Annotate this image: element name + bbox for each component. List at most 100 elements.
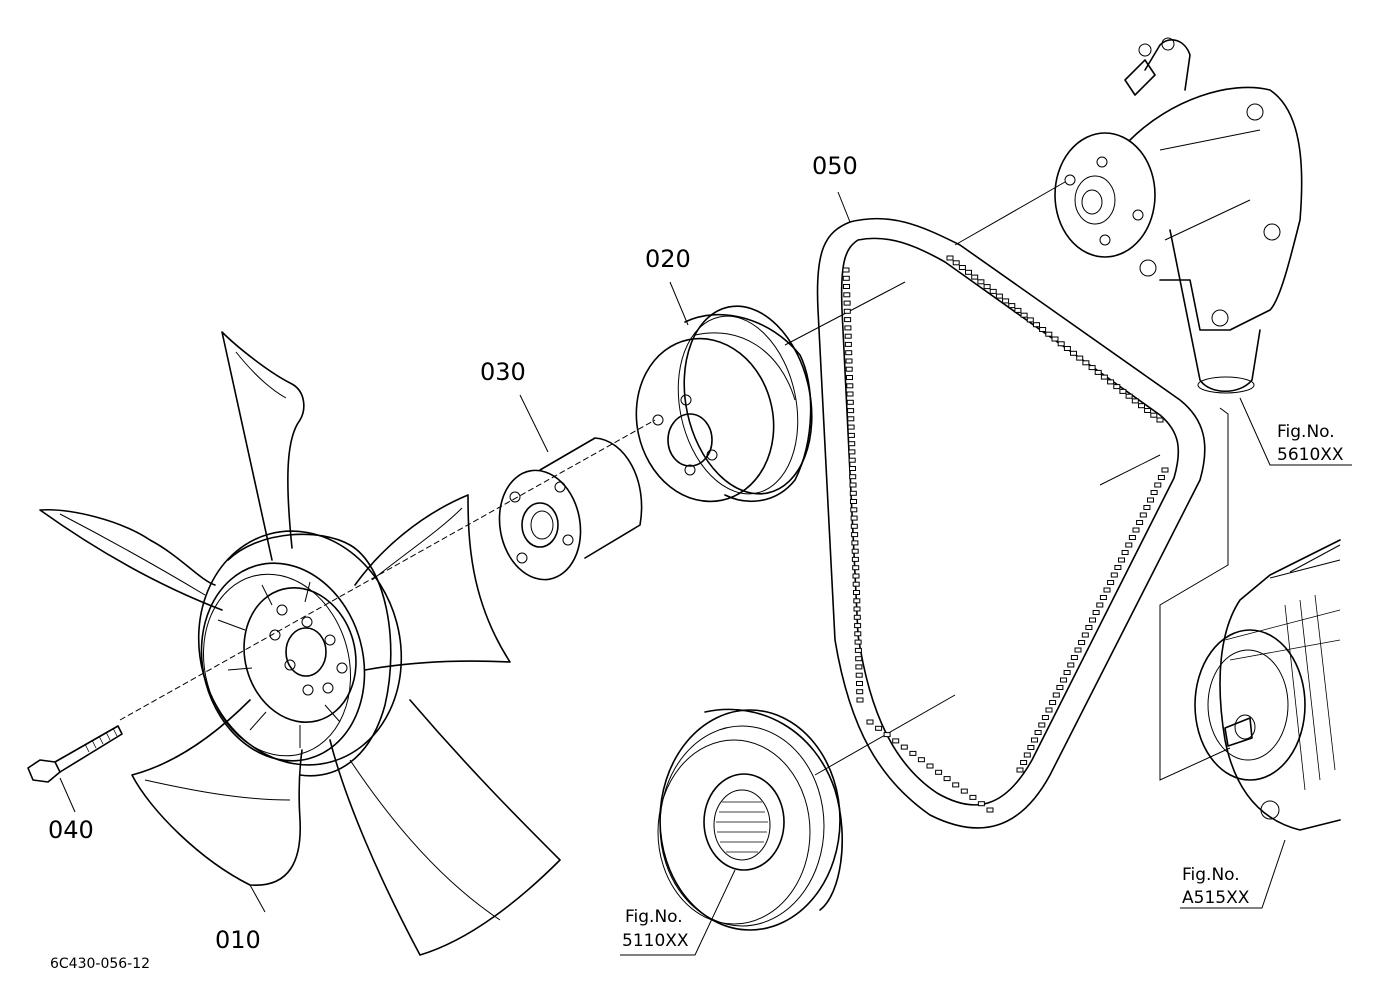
belt-tooth: [971, 274, 979, 280]
belt-tooth: [1147, 497, 1154, 503]
belt-tooth: [852, 581, 860, 587]
belt-tooth: [1016, 767, 1024, 773]
drawing-code: 6C430-056-12: [50, 956, 150, 972]
belt-tooth: [1092, 610, 1100, 615]
belt-tooth: [989, 288, 997, 294]
belt-tooth: [952, 260, 960, 266]
belt-tooth: [1118, 557, 1125, 563]
belt-tooth: [850, 499, 857, 504]
belt-tooth: [1114, 565, 1122, 570]
belt-tooth: [977, 279, 985, 285]
belt-tooth: [1150, 490, 1158, 495]
belt-tooth: [1143, 505, 1151, 510]
belt-tooth: [1067, 662, 1075, 668]
belt-tooth: [842, 267, 850, 273]
belt-tooth: [1082, 360, 1090, 366]
v-belt-050: [816, 217, 1206, 829]
belt-tooth: [846, 375, 853, 380]
belt-tooth: [1057, 341, 1065, 347]
fan-010: [39, 331, 561, 956]
ref-a515xx-number: A515XX: [1182, 888, 1250, 908]
label-050: 050: [812, 152, 858, 180]
leader-lines: [59, 191, 1352, 956]
belt-tooth: [845, 358, 853, 364]
belt-tooth: [1023, 752, 1031, 758]
belt-tooth: [1100, 374, 1108, 380]
belt-tooth: [1031, 737, 1038, 743]
belt-tooth: [842, 275, 850, 281]
belt-tooth: [1039, 327, 1047, 332]
belt-tooth: [1125, 393, 1133, 399]
belt-tooth: [1002, 298, 1010, 304]
belt-tooth: [1121, 550, 1129, 555]
belt-tooth: [844, 341, 852, 347]
belt-tooth: [969, 794, 977, 800]
belt-tooth: [855, 656, 863, 662]
belt-tooth: [1138, 403, 1145, 409]
belt-tooth: [1125, 542, 1133, 548]
label-010: 010: [215, 926, 261, 954]
belt-tooth: [855, 664, 863, 670]
belt-tooth: [1026, 317, 1034, 323]
labels: 010 020 030 040 050 Fig.No. 5610XX Fig.N…: [48, 152, 1344, 972]
belt-tooth: [1139, 512, 1147, 518]
belt-tooth: [1014, 307, 1022, 313]
water-pump-ref: [1054, 37, 1303, 394]
belt-tooth: [952, 782, 960, 788]
belt-tooth: [852, 565, 860, 571]
belt-tooth: [853, 606, 861, 612]
spacer-030: [498, 437, 643, 581]
belt-tooth: [846, 383, 854, 389]
belt-tooth: [1081, 632, 1089, 638]
belt-tooth: [1103, 587, 1111, 593]
belt-tooth: [845, 350, 853, 356]
belt-tooth: [844, 317, 852, 323]
belt-tooth: [853, 598, 861, 604]
belt-tooth: [849, 490, 857, 496]
label-020: 020: [645, 245, 691, 273]
belt-tooth: [1076, 355, 1084, 361]
belt-tooth: [851, 556, 859, 562]
belt-teeth: [842, 255, 1169, 813]
belt-tooth: [843, 300, 851, 306]
belt-tooth: [965, 269, 972, 275]
belt-tooth: [1089, 617, 1096, 623]
belt-tooth: [883, 732, 891, 738]
belt-tooth: [1161, 467, 1169, 473]
belt-tooth: [1060, 677, 1067, 683]
belt-tooth: [846, 391, 854, 397]
belt-tooth: [845, 366, 853, 372]
belt-tooth: [1020, 312, 1028, 318]
belt-tooth: [1154, 482, 1162, 488]
belt-tooth: [926, 763, 934, 769]
belt-tooth: [1063, 670, 1071, 675]
belt-tooth: [854, 623, 862, 629]
belt-tooth: [1020, 760, 1028, 765]
belt-tooth: [848, 441, 856, 447]
belt-tooth: [843, 292, 851, 298]
belt-tooth: [1110, 572, 1118, 578]
belt-tooth: [958, 265, 966, 270]
crank-pulley-ref: [657, 708, 844, 931]
belt-tooth: [847, 432, 855, 438]
belt-tooth: [1070, 655, 1078, 660]
belt-tooth: [1056, 685, 1064, 690]
belt-tooth: [1107, 379, 1115, 385]
belt-tooth: [909, 750, 917, 756]
belt-tooth: [856, 681, 863, 686]
belt-tooth: [1150, 412, 1158, 418]
ref-5610xx-number: 5610XX: [1277, 445, 1344, 465]
belt-tooth: [1063, 346, 1071, 351]
ref-5110xx-number: 5110XX: [622, 931, 689, 951]
belt-tooth: [853, 590, 860, 595]
belt-tooth: [1096, 602, 1104, 608]
belt-tooth: [983, 284, 991, 290]
ref-a515xx-title: Fig.No.: [1182, 865, 1240, 885]
belt-tooth: [854, 631, 862, 637]
belt-tooth: [1107, 580, 1115, 585]
belt-tooth: [855, 672, 863, 678]
belt-tooth: [1132, 527, 1140, 533]
belt-tooth: [1144, 408, 1152, 413]
belt-tooth: [850, 515, 858, 521]
